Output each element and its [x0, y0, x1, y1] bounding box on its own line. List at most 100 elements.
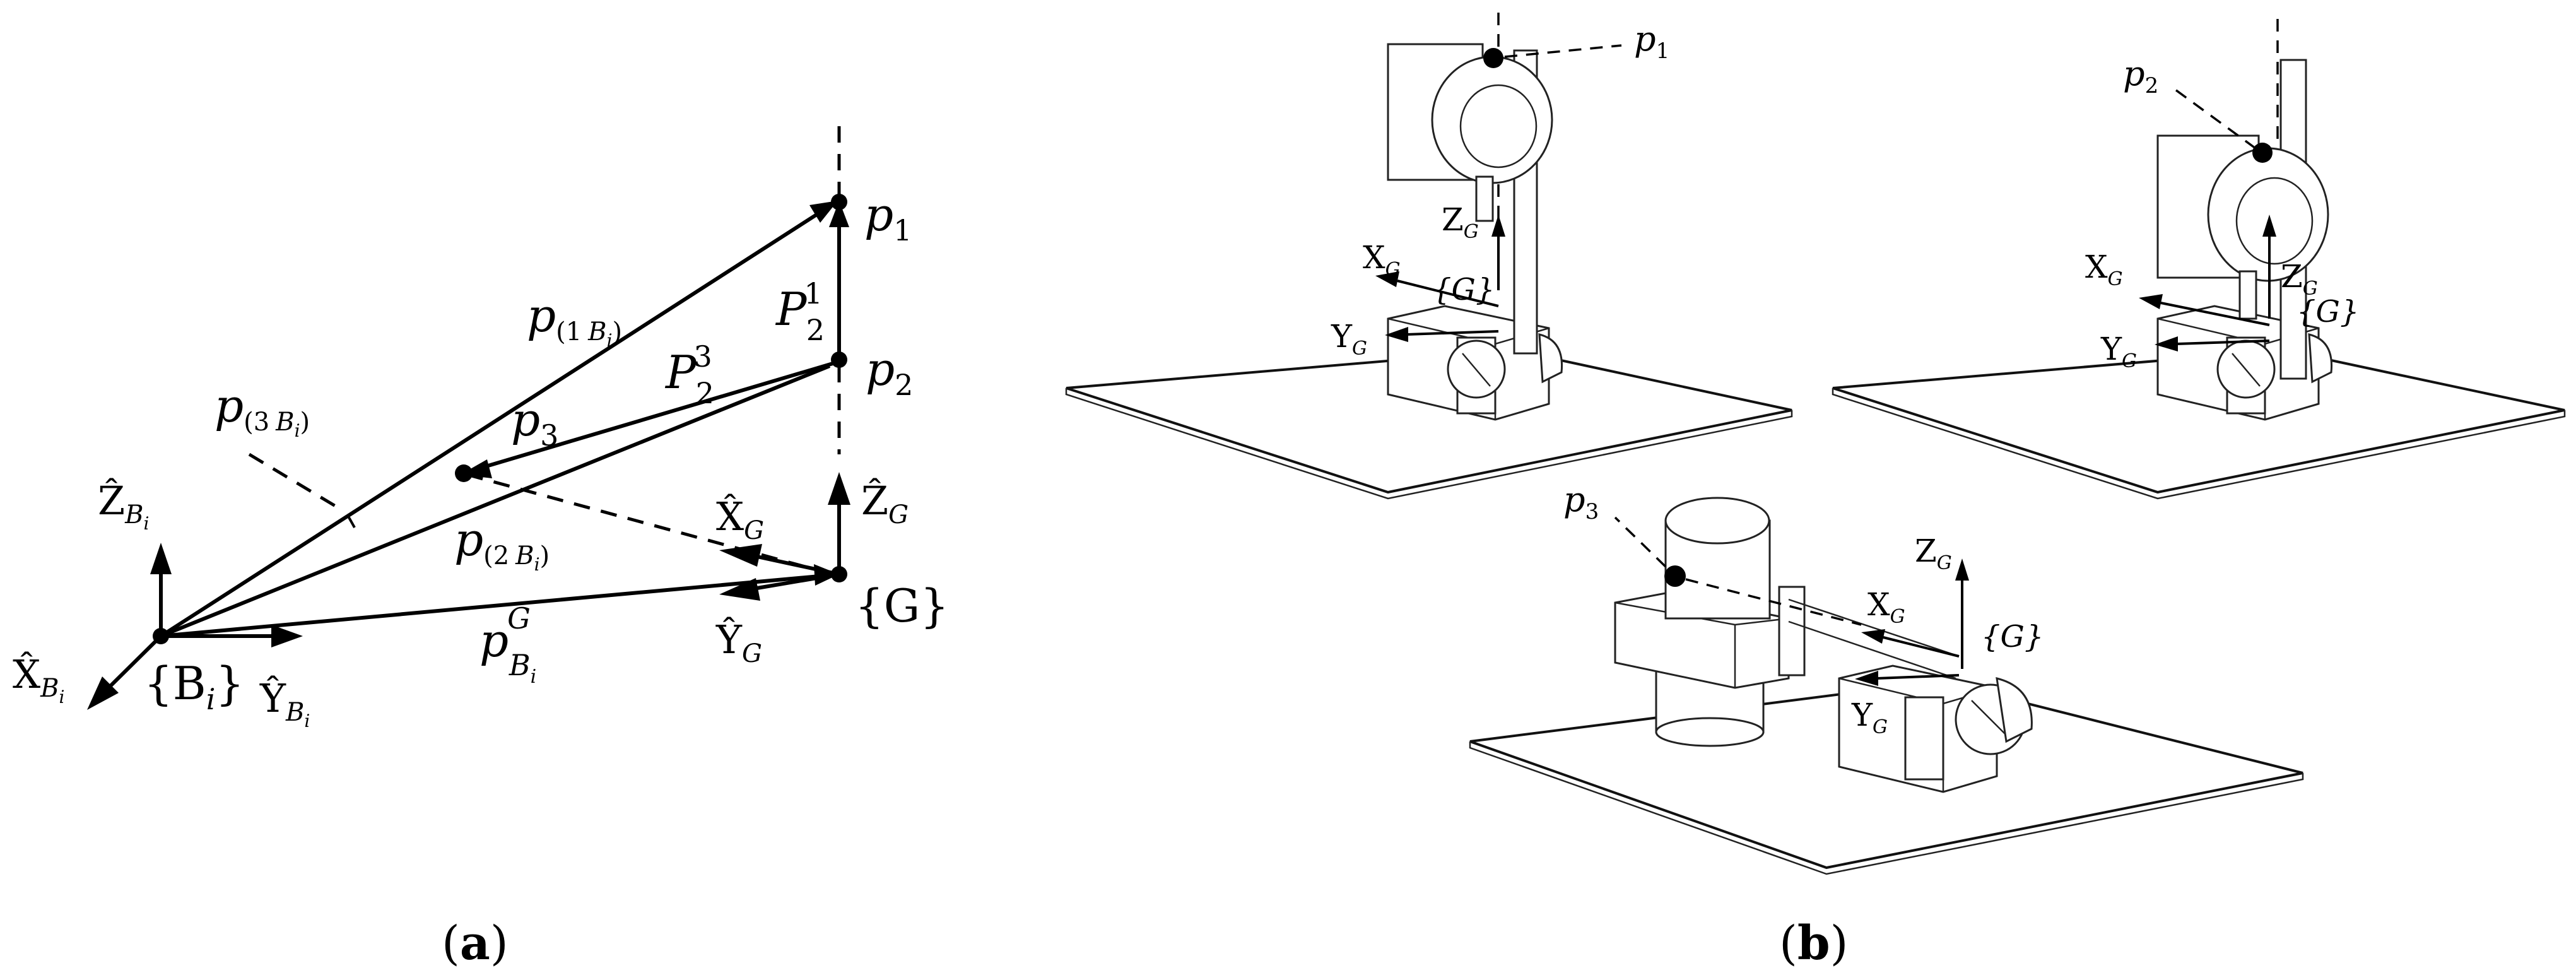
caption-b: (b)	[1779, 916, 1849, 971]
arrowhead-XB	[87, 676, 119, 710]
scene2-indicator-face	[2235, 177, 2314, 265]
scene3-frame-label: {G}	[1981, 619, 2044, 654]
label-axis-ZG: ẐG	[861, 478, 909, 529]
scene2-arrow-y	[2155, 336, 2178, 351]
label-frame-G: {G}	[855, 579, 949, 632]
scene3-plate-edge	[1469, 741, 2304, 875]
vector-p1-from-Bi	[160, 206, 828, 638]
scene1-knob-handle	[1462, 353, 1491, 387]
scene3-point-label: p3	[1563, 480, 1599, 524]
scene2-plate-edge	[1832, 388, 2566, 500]
label-axis-ZBi: ẐBi	[98, 478, 149, 534]
axis-XG-line	[756, 555, 840, 576]
point-Bi-dot	[153, 628, 169, 644]
scene1-point-label: p1	[1634, 19, 1669, 64]
arrowhead-P21	[829, 201, 849, 227]
axis-YG-line	[756, 572, 840, 590]
scene3-axis-dash	[1685, 578, 1862, 626]
scene2-y-label: YG	[2100, 331, 2137, 372]
scene2-arrow-x	[2139, 294, 2163, 309]
scene2-arrow-z	[2262, 215, 2276, 237]
arrowhead-p1	[809, 201, 838, 223]
scene1-axis-x	[1397, 280, 1499, 307]
scene1-indicator-stem	[1475, 175, 1494, 222]
scene3-arrow-z	[1955, 558, 1969, 581]
scene3-arm-top	[1788, 598, 1960, 658]
point-G-dot	[831, 566, 847, 582]
scene1-arrow-y	[1385, 327, 1408, 342]
scene1-axis-y	[1406, 330, 1499, 336]
vector-p2-Bi-dashed	[466, 473, 833, 576]
arrowhead-XG	[719, 544, 762, 567]
label-axis-XG: X̂G	[716, 493, 764, 545]
scene2-knob-handle	[2232, 353, 2261, 387]
scene3-clamp	[1778, 586, 1806, 676]
angle-tick	[348, 517, 356, 528]
axis-XB-line	[107, 634, 163, 690]
scene2-axis-y	[2176, 339, 2270, 345]
arrowhead-ZG	[828, 472, 850, 505]
scene2-lever	[2308, 333, 2333, 384]
scene1-point-dot	[1483, 48, 1503, 68]
scene1-arrow-x	[1375, 271, 1399, 287]
scene3-z-label: ZG	[1915, 533, 1952, 574]
point-p1-dot	[831, 194, 847, 210]
scene1-frame-label: {G}	[1432, 272, 1495, 307]
scene1-indicator-dial	[1431, 56, 1553, 184]
scene3-base-face	[1904, 696, 1944, 781]
scene2-z-label: ZG	[2281, 258, 2318, 300]
scene1-x-label: XG	[1363, 239, 1401, 281]
vector-P23	[473, 362, 833, 472]
label-p1: p1	[864, 188, 912, 247]
scene2-x-label: XG	[2085, 249, 2123, 290]
arrowhead-ZB	[150, 543, 172, 574]
scene1-y-label: YG	[1331, 318, 1367, 360]
scene1-point-leader	[1504, 44, 1622, 58]
label-frame-Bi: {Bi}	[144, 657, 244, 716]
scene1-lever	[1538, 333, 1563, 384]
panel-b-illustration: p1 ZG XG YG {G}	[1065, 13, 2566, 971]
scene-1-p1-measurement: p1 ZG XG YG {G}	[1065, 13, 1793, 500]
scene3-axis-y	[1876, 674, 1960, 680]
scene2-indicator-stem	[2238, 270, 2257, 320]
label-axis-YBi: ŶBi	[259, 675, 310, 731]
scene2-point-leader	[2172, 87, 2257, 150]
scene1-z-label: ZG	[1442, 201, 1479, 243]
scene3-axis-x	[1883, 636, 1960, 658]
arrowhead-YB	[271, 625, 303, 647]
scene-2-p2-measurement: p2 ZG XG YG {G}	[1832, 19, 2566, 500]
scene3-x-label: XG	[1867, 586, 1905, 628]
scene1-plate-edge	[1065, 388, 1793, 500]
label-axis-XBi: X̂Bi	[13, 651, 65, 707]
scene3-y-label: YG	[1851, 697, 1888, 738]
scene2-frame-label: {G}	[2297, 294, 2359, 329]
scene3-arm-bottom	[1788, 620, 1956, 680]
point-p3-dot	[455, 464, 473, 482]
scene-3-p3-measurement: p3 ZG XG YG {G}	[1469, 480, 2304, 875]
scene3-arrow-x	[1861, 629, 1885, 644]
scene2-point-dot	[2252, 143, 2273, 163]
label-axis-YG: ŶG	[715, 617, 762, 668]
scene3-point-leader	[1614, 516, 1667, 568]
scene3-point-dot	[1664, 565, 1686, 587]
scene3-cylinder-top	[1664, 497, 1770, 545]
scene2-point-label: p2	[2123, 54, 2158, 98]
scene1-arrow-z	[1491, 215, 1505, 237]
scene3-arrow-y	[1855, 671, 1878, 686]
caption-a: (a)	[442, 916, 509, 971]
vector-p2-from-Bi	[160, 364, 831, 638]
label-p3: p3	[511, 393, 558, 452]
scene3-knob-handle	[1971, 700, 2010, 739]
scene2-axis-x	[2160, 302, 2270, 326]
arrowhead-YG	[719, 578, 760, 601]
label-p2: p2	[866, 343, 913, 402]
leader-p3Bi	[248, 452, 345, 513]
